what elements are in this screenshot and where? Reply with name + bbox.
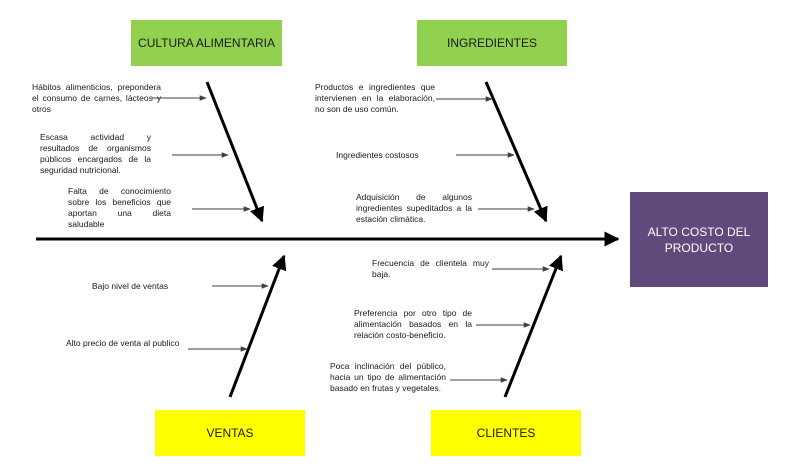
cause-text: Ingredientes costosos xyxy=(336,150,419,160)
category-ingredientes-label: INGREDIENTES xyxy=(446,36,537,50)
category-ingredientes-box: INGREDIENTES xyxy=(417,20,567,66)
cause-text: Poca inclinación del público, hacia un t… xyxy=(330,361,446,393)
category-ventas-label: VENTAS xyxy=(206,426,254,440)
category-clientes-label: CLIENTES xyxy=(476,426,536,440)
category-cultura-label: CULTURA ALIMENTARIA xyxy=(138,36,275,50)
cause-text: Preferencia por otro tipo de alimentació… xyxy=(354,308,472,340)
bone-cultura-arrow xyxy=(205,81,265,223)
cause-text: Escasa actividad y resultados de organis… xyxy=(40,132,151,175)
category-cultura-box: CULTURA ALIMENTARIA xyxy=(131,20,282,66)
cause-text: Hábitos alimenticios, prepondera el cons… xyxy=(32,82,161,114)
effect-box: ALTO COSTO DEL PRODUCTO xyxy=(630,192,768,287)
cause-text: Frecuencia de clientela muy baja. xyxy=(372,258,489,279)
bone-clientes-arrow xyxy=(503,254,563,398)
cause-text: Falta de conocimiento sobre los benefici… xyxy=(68,186,171,229)
category-clientes-box: CLIENTES xyxy=(431,410,581,456)
cause-text: Adquisición de algunos ingredientes supe… xyxy=(356,192,472,224)
cause-text: Productos e ingredientes que intervienen… xyxy=(315,82,435,114)
category-ventas-box: VENTAS xyxy=(155,410,305,456)
bone-ventas-arrow xyxy=(228,254,287,398)
bone-ingredientes-arrow xyxy=(484,81,548,223)
cause-text: Bajo nivel de ventas xyxy=(92,281,169,291)
cause-text: Alto precio de venta al publico xyxy=(66,338,180,348)
effect-label: ALTO COSTO DEL PRODUCTO xyxy=(647,224,751,255)
